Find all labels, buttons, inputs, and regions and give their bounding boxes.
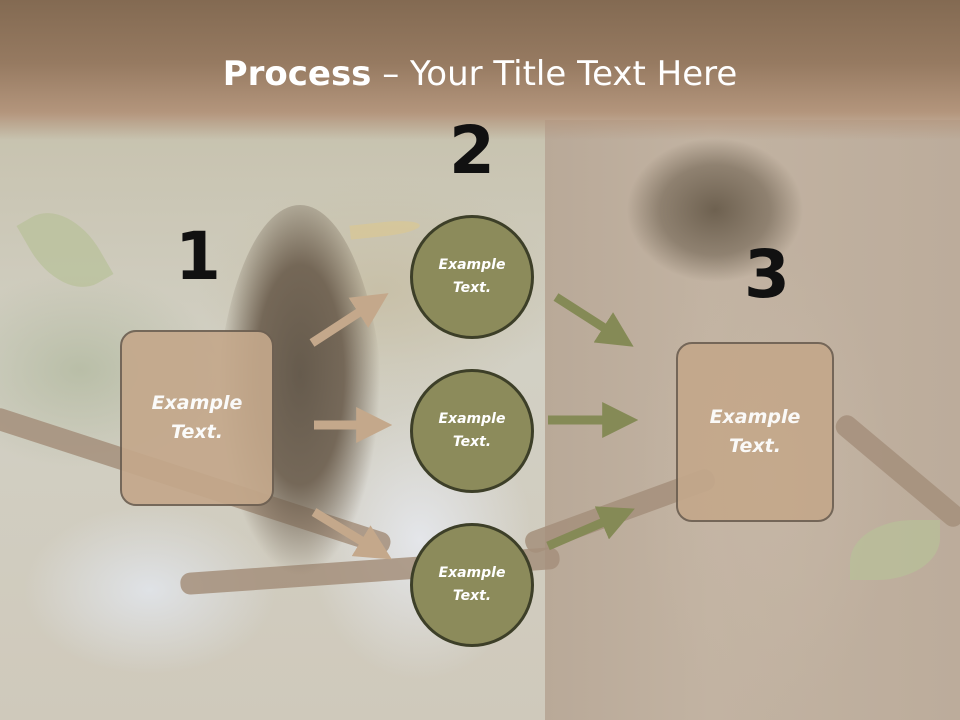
arrow-1-to-2c (311, 508, 392, 560)
step-1-box[interactable]: Example Text. (120, 330, 274, 506)
step-2-circle-middle[interactable]: Example Text. (410, 369, 534, 493)
circle-label: Example Text. (438, 565, 506, 604)
arrow-2a-to-3 (553, 293, 634, 347)
arrow-1-to-2a (309, 293, 389, 347)
step-2-circle-bottom[interactable]: Example Text. (410, 523, 534, 647)
title-band (0, 0, 960, 140)
slide-title: Process – Your Title Text Here (0, 52, 960, 96)
step-1-box-label: Example Text. (151, 392, 243, 443)
circle-label: Example Text. (438, 411, 506, 450)
circle-label: Example Text. (438, 257, 506, 296)
title-rest: – Your Title Text Here (371, 54, 738, 94)
title-bold: Process (222, 54, 372, 94)
step-2-circle-top[interactable]: Example Text. (410, 215, 534, 339)
arrow-2c-to-3 (546, 506, 635, 551)
step-number-3: 3 (744, 236, 790, 313)
step-number-2: 2 (449, 112, 495, 189)
step-3-box-label: Example Text. (709, 406, 801, 457)
step-number-1: 1 (175, 218, 221, 295)
step-3-box[interactable]: Example Text. (676, 342, 834, 522)
